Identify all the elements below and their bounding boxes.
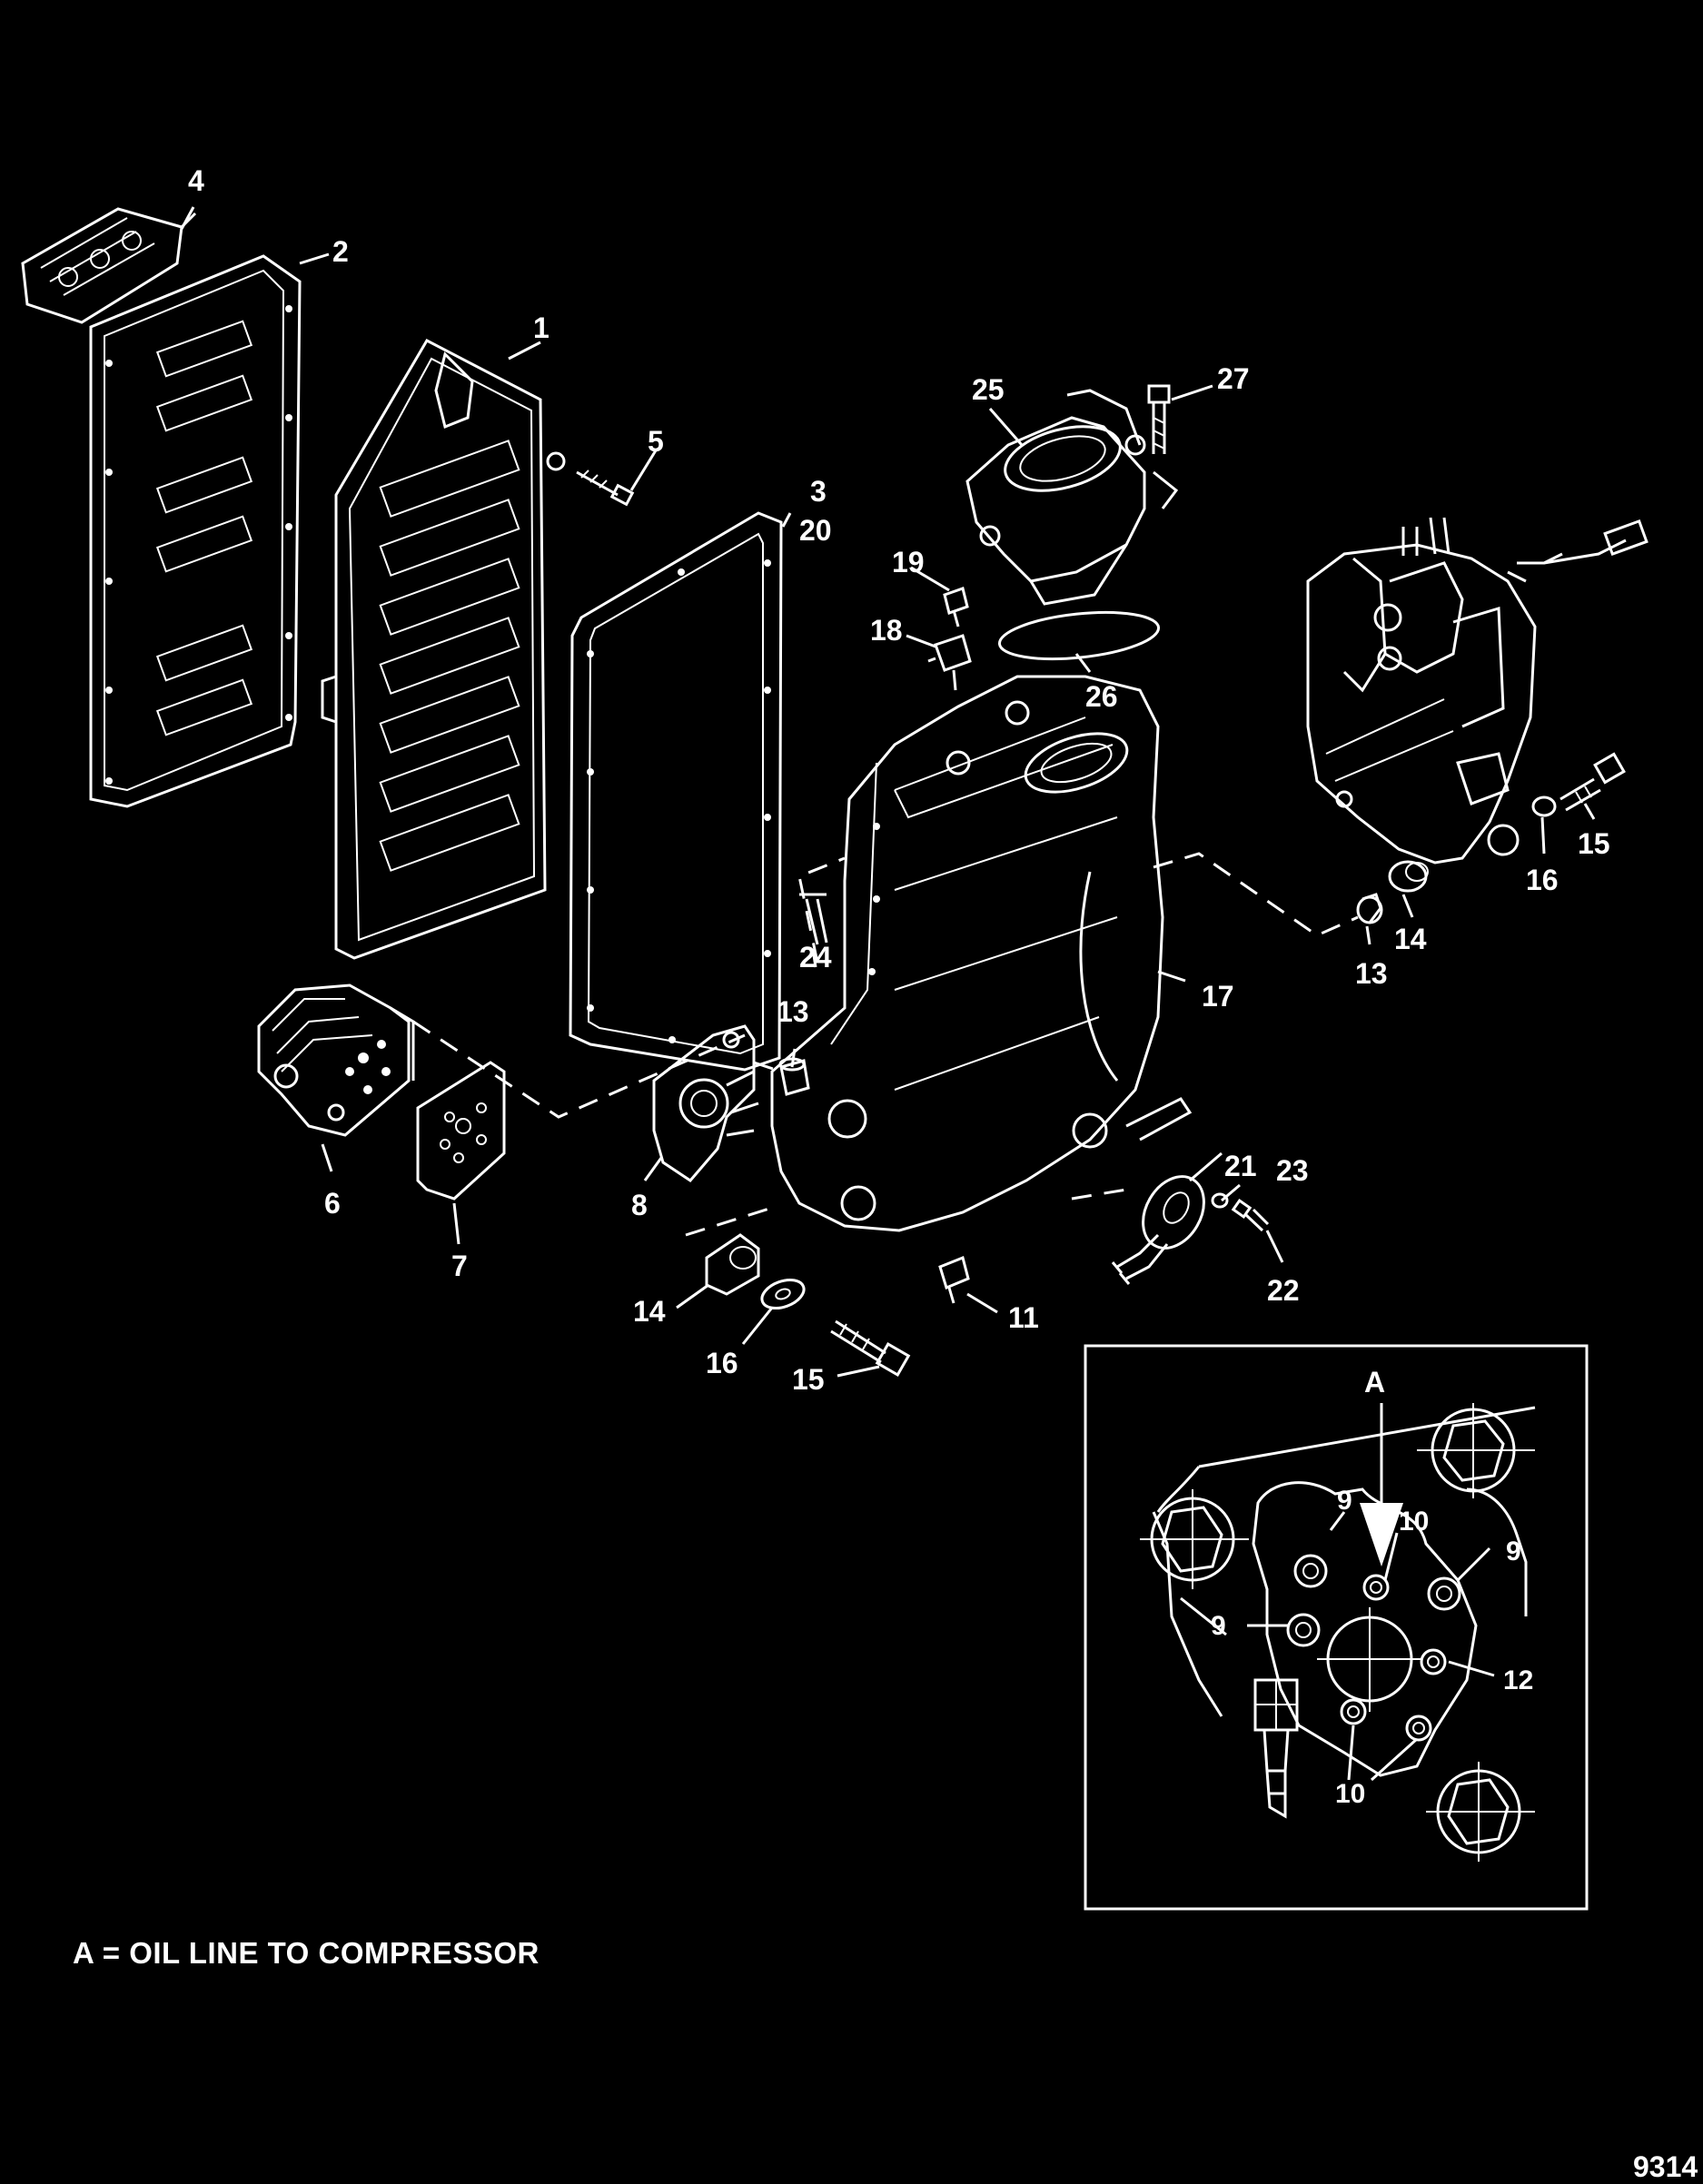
inset-oil-line-fitting [1253,1678,1299,1819]
inset-callout-9-top: 9 [1337,1486,1352,1516]
inset-detail-a: A [1084,1344,1589,1911]
callout-6: 6 [324,1187,341,1220]
part-7-pump-gasket [416,1061,506,1201]
callout-21: 21 [1224,1150,1257,1182]
part-14-grommet-lower [705,1233,760,1296]
part-14-grommet-right [1388,860,1429,893]
part-24-screw [799,893,828,945]
callout-11: 11 [1008,1301,1039,1334]
callout-16-right: 16 [1526,864,1559,896]
fuel-rail-assembly [1306,517,1649,865]
part-5-screw [546,451,635,507]
part-27-bolt [1147,384,1171,454]
inset-bolt-holes [1286,1554,1461,1742]
inset-callout-10-bottom: 10 [1335,1779,1365,1809]
callout-1: 1 [533,311,550,344]
callout-2: 2 [332,235,349,268]
part-16-washer-lower [760,1278,806,1310]
part-25-throttle-body [965,389,1179,606]
callout-14-lower: 14 [633,1295,666,1328]
callout-27: 27 [1217,362,1250,395]
part-23-washer [1211,1192,1229,1209]
callout-3: 3 [810,475,827,508]
inset-view-letter: A [1364,1366,1385,1398]
part-2-gasket [89,254,302,808]
callout-15-right: 15 [1578,827,1610,860]
part-16-washer-right [1531,796,1557,817]
callout-8: 8 [631,1189,648,1221]
callout-22: 22 [1267,1274,1300,1307]
callout-7: 7 [451,1250,468,1282]
callout-16-lower: 16 [706,1347,738,1379]
callout-18: 18 [870,614,903,647]
part-3-20-gasket [569,511,783,1072]
callout-25: 25 [972,373,1005,406]
inset-callout-9-left: 9 [1211,1611,1226,1641]
part-8-oil-pump [652,1024,759,1182]
callout-24: 24 [799,941,832,973]
callout-26: 26 [1085,680,1118,713]
callout-13-lower: 13 [777,995,809,1028]
inset-callout-10-top: 10 [1399,1507,1429,1537]
callout-5: 5 [648,425,664,458]
leader-lines [180,206,1596,1378]
alignment-lines [412,852,1359,1237]
part-15-bolt-lower [830,1319,911,1377]
part-13-dowel [778,1057,810,1096]
part-17-adaptor-housing [770,675,1193,1232]
part-11-fitting [938,1255,970,1304]
part-18-fitting [927,634,972,691]
part-15-bolt-right [1559,752,1626,812]
inset-callout-12: 12 [1503,1665,1533,1695]
legend-note: A = OIL LINE TO COMPRESSOR [73,1936,540,1970]
inset-callout-9-right: 9 [1506,1537,1521,1566]
callout-20: 20 [799,514,832,547]
part-26-o-ring [997,610,1161,661]
inset-hex-bolt-top-right [1417,1403,1535,1498]
part-22-screw [1231,1198,1270,1232]
callout-14-right: 14 [1394,923,1427,955]
part-1-reed-plate [321,339,547,960]
part-19-fitting [943,587,969,628]
figure-number: 9314 [1633,2150,1698,2183]
callout-23: 23 [1276,1154,1309,1187]
callout-17: 17 [1202,980,1234,1013]
inset-hex-bolt-left [1140,1489,1249,1589]
part-13-plug-right [1356,893,1383,924]
callout-15-lower: 15 [792,1363,825,1396]
part-4-reed-block [21,207,197,324]
inset-hex-bolt-bottom-right [1426,1762,1535,1862]
callout-19: 19 [892,546,925,578]
callout-13-right: 13 [1355,957,1388,990]
callout-4: 4 [188,164,204,197]
callout-labels: 4 2 1 5 3 20 25 27 19 18 26 15 16 14 13 … [188,164,1610,1396]
part-21-sensor [1111,1175,1205,1285]
part-6-fuel-pump [257,983,415,1137]
